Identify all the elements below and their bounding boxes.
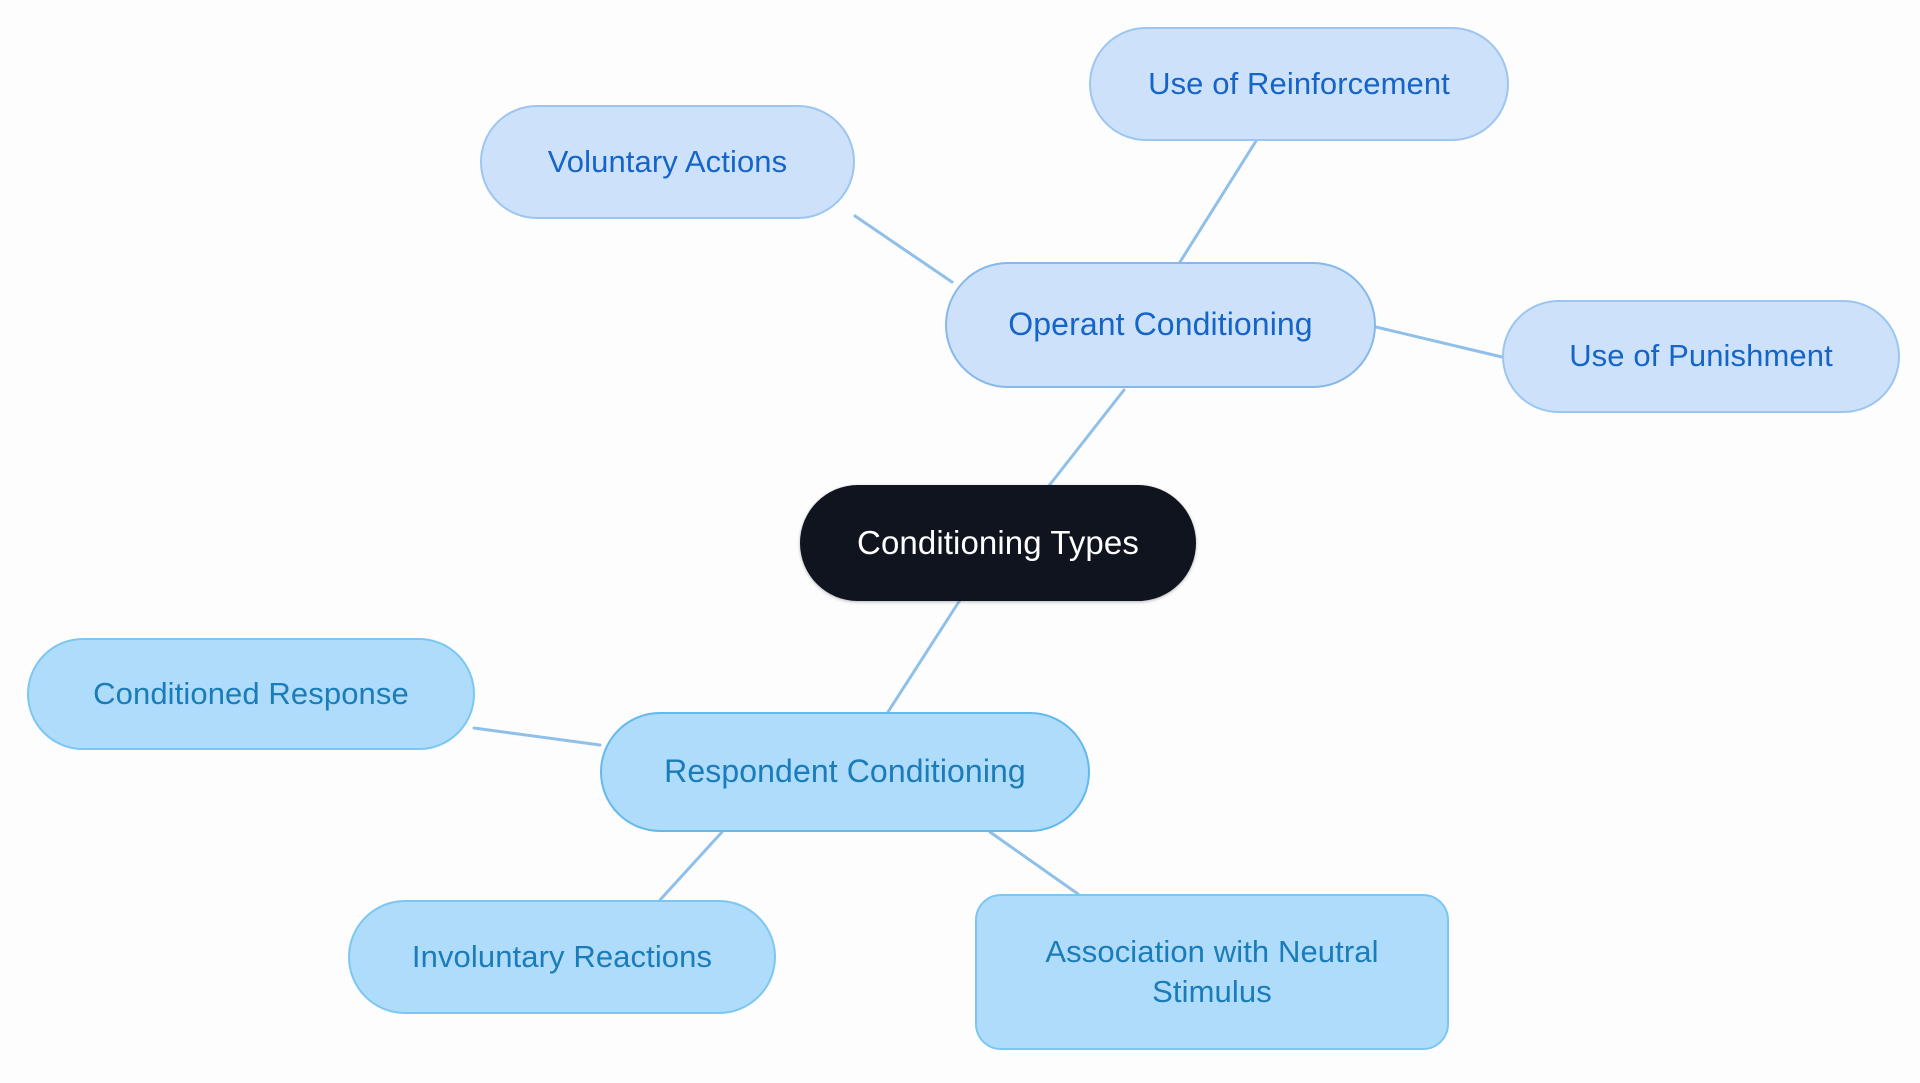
mindmap-edge-root-operant [1046,388,1126,489]
mindmap-edge-operant-use-of-reinforcement [1178,139,1258,264]
mindmap-edge-operant-use-of-punishment [1374,325,1504,359]
mindmap-node-root[interactable]: Conditioning Types [800,485,1196,601]
mindmap-edge-respondent-involuntary-reactions [658,830,724,902]
mindmap-edge-respondent-association-neutral [988,830,1080,896]
mindmap-node-involuntary-reactions[interactable]: Involuntary Reactions [348,900,776,1014]
mindmap-edge-root-respondent [886,598,962,714]
mindmap-node-voluntary-actions[interactable]: Voluntary Actions [480,105,855,219]
mindmap-node-respondent-conditioning[interactable]: Respondent Conditioning [600,712,1090,832]
mindmap-node-use-of-reinforcement[interactable]: Use of Reinforcement [1089,27,1509,141]
mindmap-edge-respondent-conditioned-response [472,726,602,747]
mindmap-edge-operant-voluntary-actions [853,214,954,284]
mindmap-node-operant-conditioning[interactable]: Operant Conditioning [945,262,1376,388]
mindmap-node-use-of-punishment[interactable]: Use of Punishment [1502,300,1900,413]
mindmap-node-association-with-neutral-stimulus[interactable]: Association with Neutral Stimulus [975,894,1449,1050]
mindmap-node-conditioned-response[interactable]: Conditioned Response [27,638,475,750]
